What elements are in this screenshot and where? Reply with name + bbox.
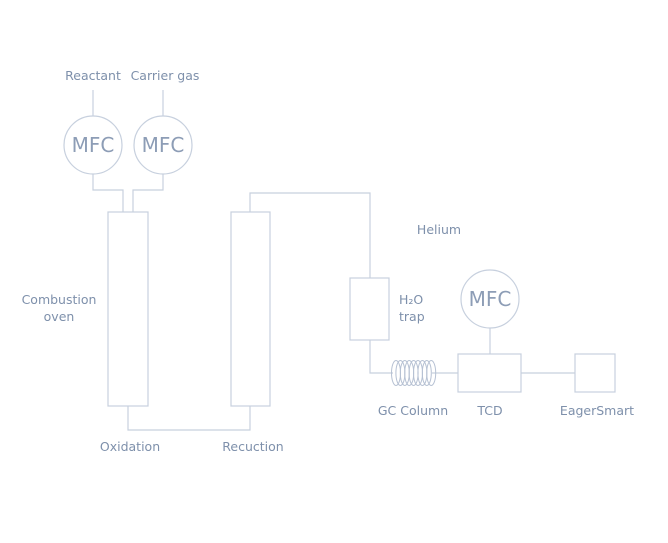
reduction-column: [230, 211, 271, 407]
gc-column-label: GC Column: [378, 403, 448, 418]
reactant-mfc-label: MFC: [72, 133, 115, 157]
carrier-mfc-to-oven-line: [132, 174, 164, 212]
h2o-trap-label-line2: trap: [399, 309, 425, 324]
coil-loop: [426, 360, 437, 386]
h2o-trap: [349, 277, 390, 341]
carrier-mfc-label: MFC: [142, 133, 185, 157]
tcd-label: TCD: [476, 403, 502, 418]
tcd-box: [457, 353, 522, 393]
eagersmart-label: EagerSmart: [560, 403, 634, 418]
eagersmart-box: [574, 353, 616, 393]
combustion-oven-label-line2: oven: [44, 309, 75, 324]
oxidation-column: [107, 211, 149, 407]
reactant-mfc: MFC: [63, 115, 123, 175]
trap-to-gc-line: [369, 340, 393, 374]
h2o-trap-label-line1: H₂O: [399, 292, 423, 307]
reduction-label: Recuction: [222, 439, 283, 454]
helium-mfc: MFC: [460, 269, 520, 329]
helium-label: Helium: [417, 222, 461, 237]
reactant-label: Reactant: [65, 68, 121, 83]
combustion-oven-label-line1: Combustion: [22, 292, 97, 307]
coil-loop: [421, 360, 432, 386]
carrier-gas-label: Carrier gas: [131, 68, 200, 83]
oxidation-to-reduction-line: [127, 406, 251, 431]
oxidation-label: Oxidation: [100, 439, 160, 454]
helium-mfc-label: MFC: [469, 287, 512, 311]
carrier-mfc: MFC: [133, 115, 193, 175]
gc-column-coil: [391, 360, 437, 386]
reduction-to-trap-line: [249, 192, 371, 278]
reactant-mfc-to-oven-line: [92, 174, 124, 212]
